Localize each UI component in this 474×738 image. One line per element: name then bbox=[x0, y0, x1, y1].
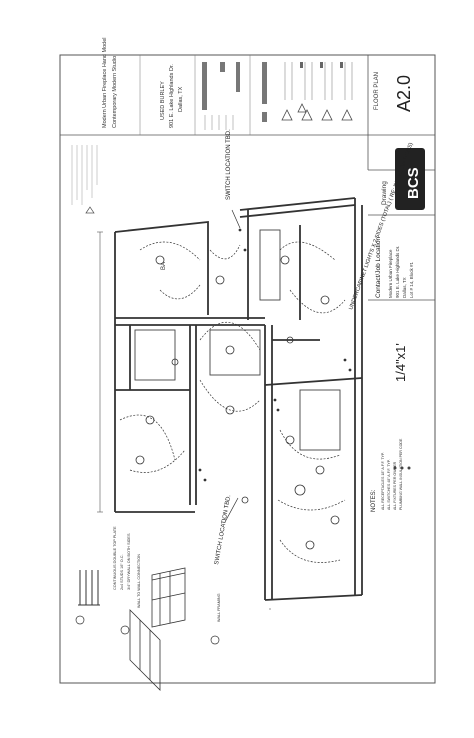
address-1: USED BURLEY bbox=[160, 81, 166, 120]
sheet-name: FLOOR PLAN bbox=[374, 72, 380, 110]
note-item: ALL SWITCHES 48" A.F.F. TYP. bbox=[387, 459, 391, 510]
sheet-number: A2.0 bbox=[394, 75, 414, 112]
project-title-2: Contemporary Modern Studio bbox=[112, 56, 118, 128]
detail-marker-icon bbox=[210, 635, 220, 645]
note-item: PLUMBING WALL INSULATION PER CODE bbox=[399, 438, 403, 510]
redacted-block bbox=[262, 112, 267, 122]
legend-note-4: WALL FRAMING bbox=[217, 593, 221, 622]
project-title-1: Modern Urban Fireplace Hand Model bbox=[102, 38, 108, 129]
detail-marker-icon bbox=[120, 625, 130, 635]
contact-line-2: 901 E. Lake Highlands Dr. bbox=[395, 246, 400, 298]
address-3: Dallas, TX bbox=[178, 86, 184, 112]
switch-callout-1: SWITCH LOCATION TBD. bbox=[226, 129, 232, 200]
note-item: ALL FIXTURES PER OWNER bbox=[393, 461, 397, 510]
leader-line bbox=[224, 497, 239, 523]
drawing-scale: 1/4"x1' bbox=[393, 343, 408, 382]
room-label: BA bbox=[161, 262, 167, 270]
title-block: Modern Urban Fireplace Hand Model Contem… bbox=[60, 38, 435, 210]
north-arrow-icon bbox=[85, 206, 95, 214]
contact-info-panel: Contact/Job Location Modern Urban Firepl… bbox=[368, 214, 435, 382]
contact-line-3: Dallas, TX bbox=[402, 277, 407, 298]
svg-text:BCS: BCS bbox=[405, 167, 422, 199]
note-item: ALL RECEPTACLES 18" A.F.F. TYP. bbox=[381, 452, 385, 510]
switches bbox=[198, 228, 352, 482]
legend-title: WALL TO WALL CONNECTION bbox=[137, 554, 141, 608]
address-2: 901 E. Lake Highlands Dr. bbox=[169, 64, 175, 128]
bcs-logo: BCS bbox=[395, 148, 425, 210]
redacted-block bbox=[202, 62, 207, 110]
detail-marker-icon bbox=[75, 615, 85, 625]
legend-note-3: 3/4" DRYWALL ON BOTH SIDES bbox=[127, 533, 131, 590]
counters bbox=[134, 229, 341, 451]
contact-heading: Contact/Job Location bbox=[375, 237, 382, 298]
wall-detail-legend: CONTINUOUS DOUBLE TOP PLATE 2x4 STUDS 16… bbox=[75, 526, 221, 691]
sheet-border bbox=[59, 54, 436, 684]
contact-line-4: Lot # 14, Block #1 bbox=[409, 261, 414, 298]
dimension-lines bbox=[97, 231, 271, 610]
contact-line-1: Modern Urban Fireplace bbox=[388, 249, 393, 298]
floor-plan-walls bbox=[114, 197, 363, 601]
notes-heading: NOTES: bbox=[371, 489, 377, 512]
general-notes-lines bbox=[71, 145, 98, 205]
redacted-block bbox=[262, 62, 267, 104]
legend-note-1: CONTINUOUS DOUBLE TOP PLATE bbox=[113, 526, 117, 590]
notes-block: NOTES: ALL RECEPTACLES 18" A.F.F. TYP. A… bbox=[371, 438, 411, 512]
drawing-label: Drawing bbox=[381, 181, 388, 205]
leader-line bbox=[231, 209, 241, 229]
revision-triangles bbox=[281, 103, 353, 121]
redacted-block bbox=[220, 62, 225, 72]
light-fixtures bbox=[135, 255, 340, 550]
redacted-block bbox=[236, 62, 240, 92]
switch-callout-2: SWITCH LOCATION TBD. bbox=[214, 494, 232, 565]
legend-note-2: 2x4 STUDS 16" O.C. bbox=[120, 554, 124, 590]
wiring-arcs bbox=[119, 241, 346, 563]
